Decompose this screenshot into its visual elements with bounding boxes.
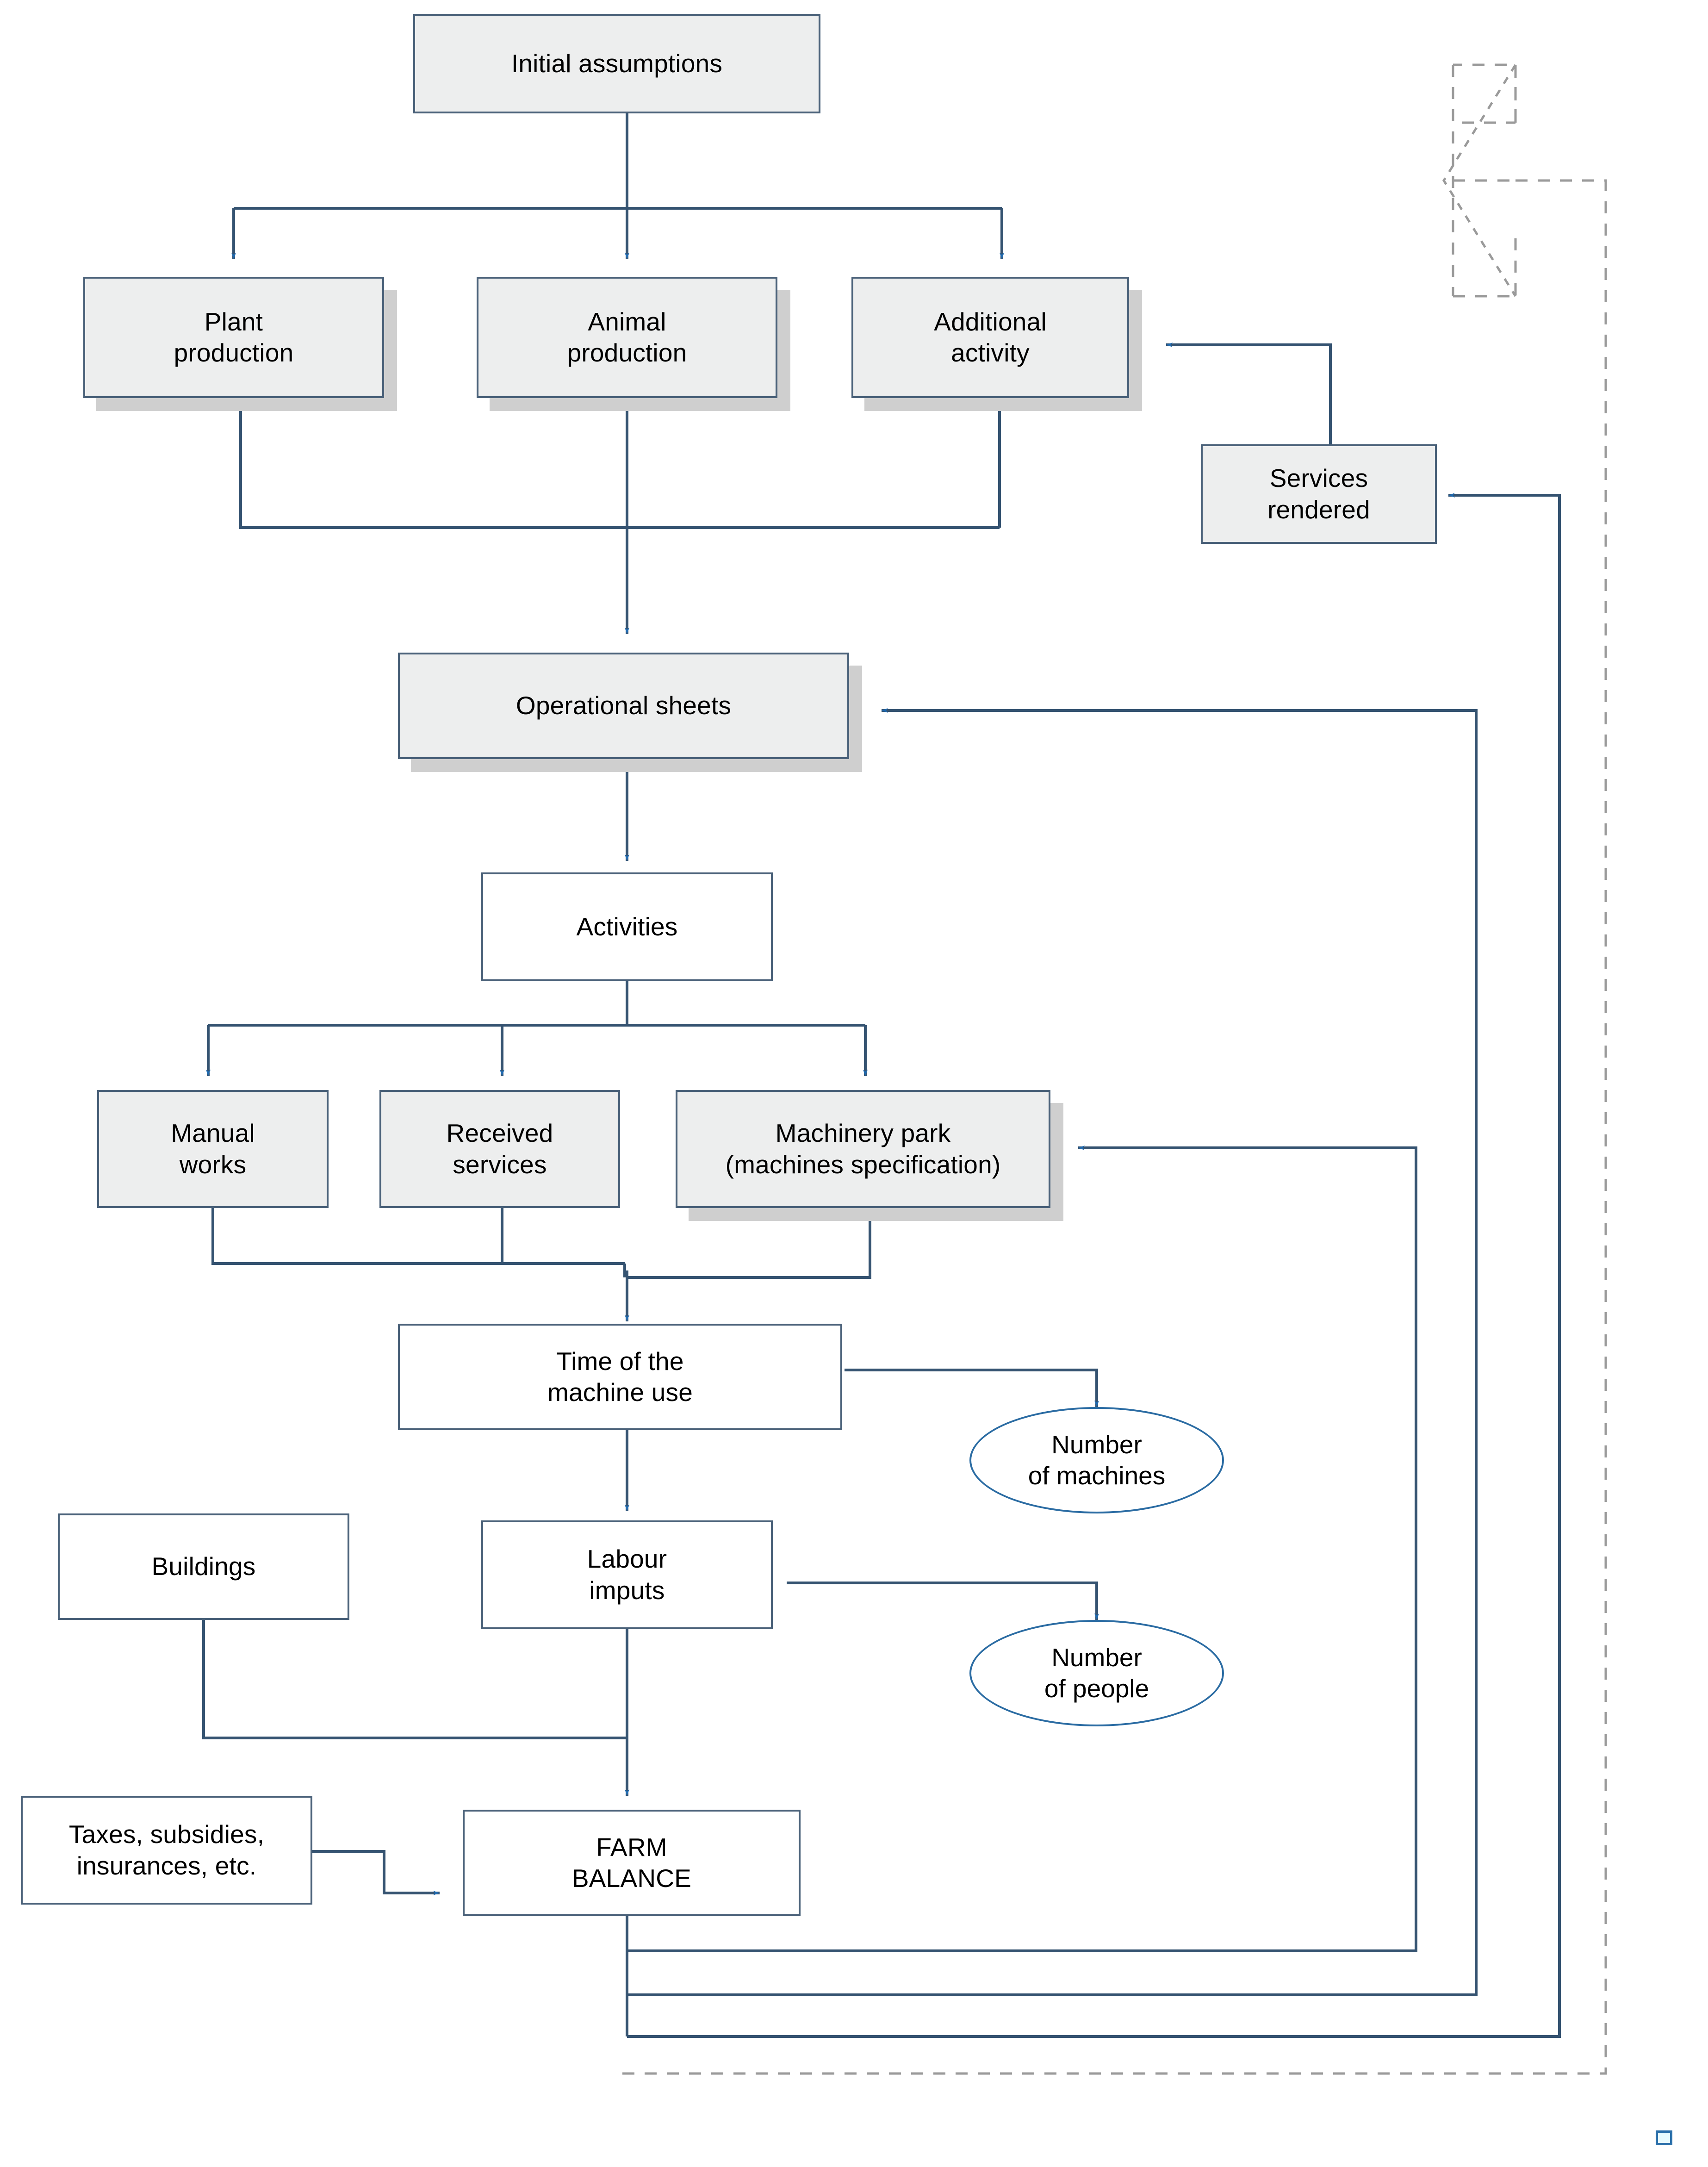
node-machinery-park[interactable]: Machinery park (machines specification) (676, 1090, 1050, 1208)
node-taxes-subsidies[interactable]: Taxes, subsidies, insurances, etc. (21, 1796, 312, 1905)
node-label: Labour imputs (587, 1544, 667, 1605)
node-label: Number of people (1044, 1643, 1149, 1703)
node-buildings[interactable]: Buildings (58, 1513, 349, 1620)
node-animal-production[interactable]: Animal production (477, 277, 777, 398)
edge-machinery-to-time (627, 1213, 871, 1279)
node-initial-assumptions[interactable]: Initial assumptions (413, 14, 820, 113)
edge-dashed-arrow-head (1442, 64, 1517, 297)
edge-manual-to-time (211, 1208, 625, 1265)
node-number-of-machines[interactable]: Number of machines (969, 1407, 1224, 1513)
edge-buildings-to-balance (202, 1576, 627, 1739)
node-label: Machinery park (machines specification) (725, 1119, 1001, 1179)
node-label: Buildings (151, 1552, 256, 1581)
node-label: Received services (446, 1119, 553, 1179)
node-label: Additional activity (934, 307, 1047, 367)
node-label: Time of the machine use (547, 1346, 693, 1407)
corner-marker-icon (1656, 2130, 1672, 2145)
node-label: Services rendered (1267, 464, 1370, 524)
node-received-services[interactable]: Received services (379, 1090, 620, 1208)
edge-labour-to-people (787, 1582, 1099, 1620)
node-label: Plant production (174, 307, 294, 367)
node-label: Animal production (567, 307, 687, 367)
node-farm-balance[interactable]: FARM BALANCE (463, 1810, 801, 1916)
edge-dashed-feedback (622, 179, 1607, 2075)
edge-balance-to-machinery (626, 1146, 1417, 1952)
node-label: Number of machines (1028, 1430, 1166, 1490)
node-plant-production[interactable]: Plant production (83, 277, 384, 398)
node-additional-activity[interactable]: Additional activity (851, 277, 1129, 398)
edge-plant-to-ops (239, 398, 1000, 529)
node-operational-sheets[interactable]: Operational sheets (398, 653, 849, 759)
edge-services-to-additional (1166, 342, 1332, 444)
node-label: Taxes, subsidies, insurances, etc. (68, 1820, 265, 1880)
node-activities[interactable]: Activities (481, 872, 773, 981)
node-manual-works[interactable]: Manual works (97, 1090, 329, 1208)
node-label: Activities (576, 912, 678, 941)
edge-balance-to-services (627, 493, 1561, 2038)
edge-dashed-arrow-notch-top (1452, 65, 1515, 124)
node-label: Operational sheets (516, 691, 732, 720)
node-labour-imputs[interactable]: Labour imputs (481, 1520, 773, 1629)
edge-taxes-to-balance (312, 1850, 440, 1895)
node-number-of-people[interactable]: Number of people (969, 1620, 1224, 1726)
node-label: Manual works (171, 1119, 255, 1179)
edge-dashed-arrow-upper (1453, 63, 1517, 123)
edge-balance-to-ops (627, 708, 1478, 1996)
edge-time-to-machines (845, 1369, 1099, 1407)
node-time-of-machine-use[interactable]: Time of the machine use (398, 1324, 842, 1430)
node-label: Initial assumptions (511, 49, 723, 78)
node-label: FARM BALANCE (571, 1832, 692, 1893)
node-services-rendered[interactable]: Services rendered (1201, 444, 1437, 544)
